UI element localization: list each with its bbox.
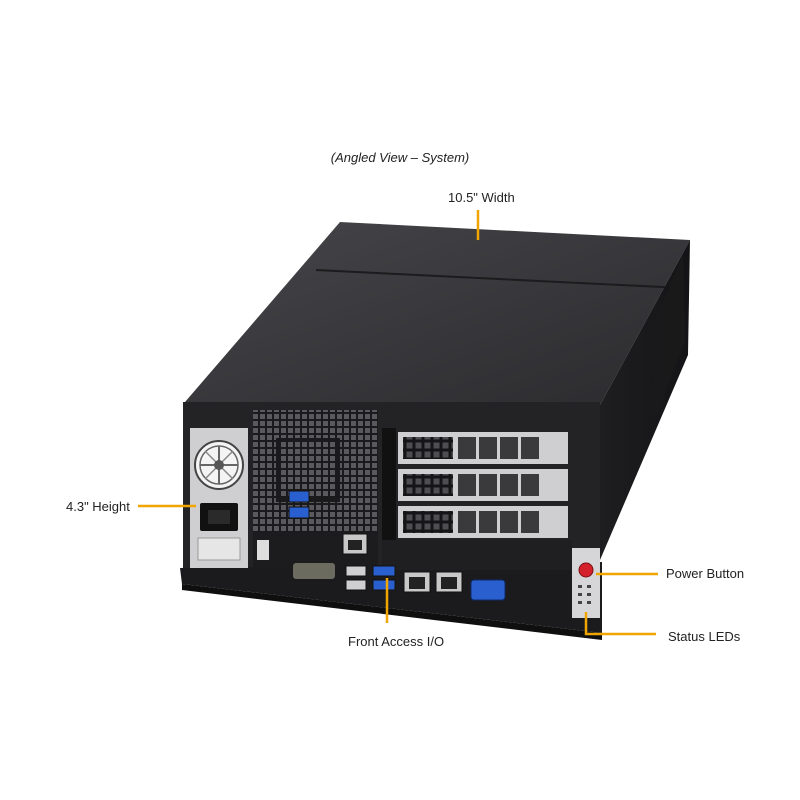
power-button-label: Power Button [666, 566, 745, 581]
status-leds-leader-line [584, 612, 656, 636]
width-label: 10.5" Width [448, 190, 515, 205]
height-label: 4.3" Height [66, 499, 130, 514]
vga-port-icon [470, 579, 506, 601]
usb-port-icon [372, 565, 396, 577]
status-leds-label: Status LEDs [668, 629, 741, 644]
power-button-icon [578, 562, 594, 578]
usb-port-icon [372, 579, 396, 591]
fan-vent-grid [253, 410, 378, 532]
usb-port-icon [288, 506, 310, 519]
chassis-top [185, 222, 690, 405]
serial-port-icon [293, 563, 335, 579]
figure-caption: (Angled View – System) [330, 150, 470, 165]
usb-port-icon [345, 565, 367, 577]
control-panel [572, 548, 600, 618]
usb-port-icon [288, 490, 310, 503]
front-io-label: Front Access I/O [348, 634, 445, 649]
usb-port-icon [345, 579, 367, 591]
